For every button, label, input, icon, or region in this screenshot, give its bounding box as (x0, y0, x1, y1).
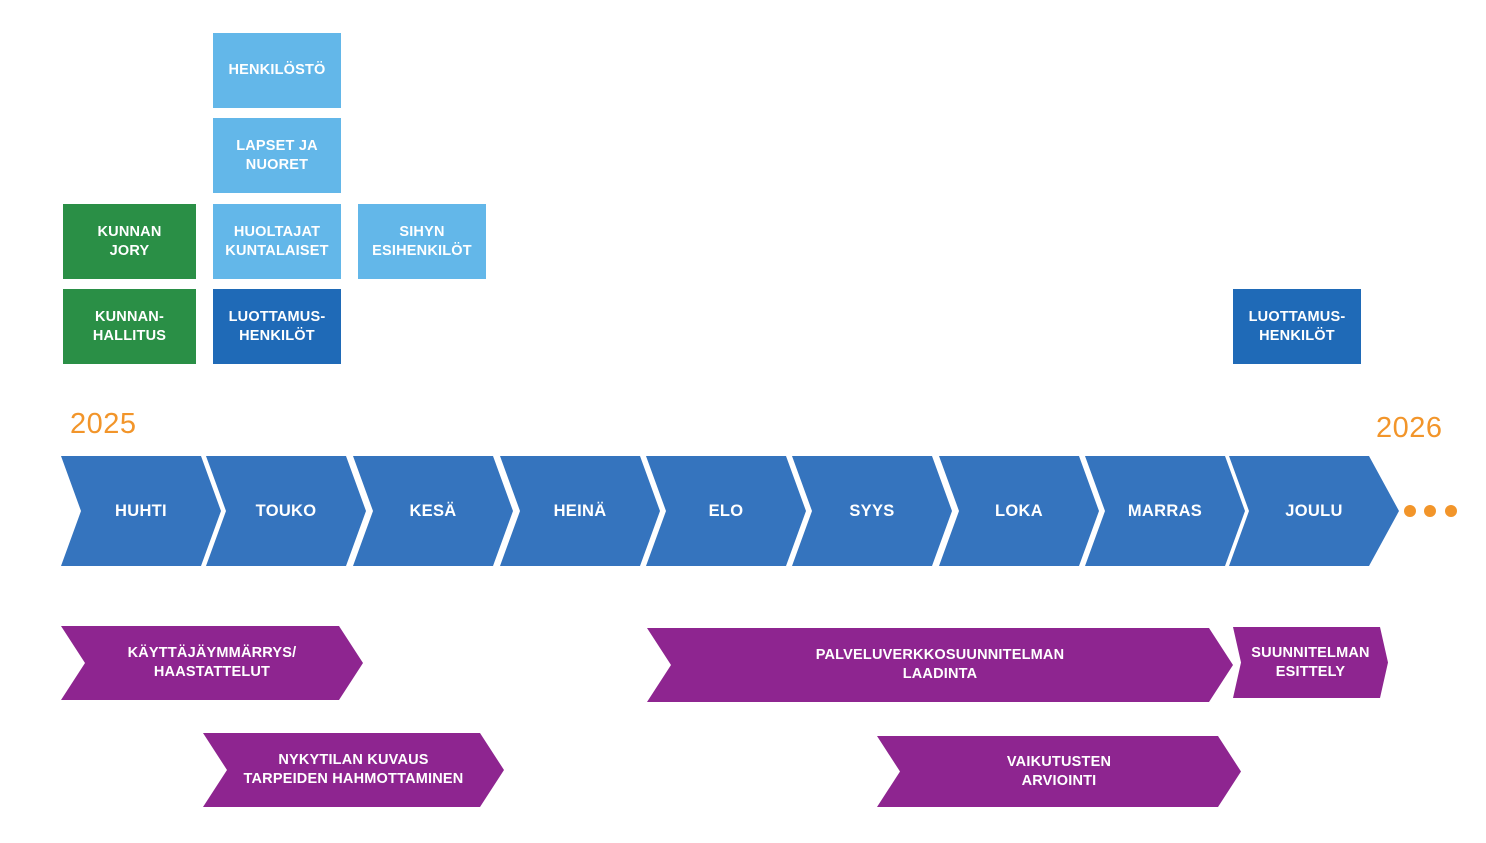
stakeholder-label: LUOTTAMUS- HENKILÖT (228, 308, 326, 344)
month-label: ELO (708, 501, 744, 520)
year-end: 2026 (1376, 412, 1443, 444)
stakeholder-label: HUOLTAJAT KUNTALAISET (225, 223, 329, 259)
month-chevron-syys: SYYS (792, 456, 952, 566)
month-chevron-kesa: KESÄ (353, 456, 513, 566)
stakeholder-label: LUOTTAMUS- HENKILÖT (1248, 308, 1346, 344)
month-label: HEINÄ (553, 501, 607, 520)
phase-kayttajaymmarrys: KÄYTTÄJÄYMMÄRRYS/ HAASTATTELUT (61, 626, 363, 700)
phase-label: VAIKUTUSTEN ARVIOINTI (1006, 753, 1112, 789)
dot (1404, 505, 1416, 517)
dot (1445, 505, 1457, 517)
stakeholder-label: LAPSET JA NUORET (236, 137, 318, 173)
phase-vaikutusten-arviointi: VAIKUTUSTEN ARVIOINTI (877, 736, 1241, 807)
month-chevron-joulu: JOULU (1229, 456, 1399, 566)
stakeholder-huoltajat-kuntalaiset: HUOLTAJAT KUNTALAISET (213, 204, 341, 279)
stakeholder-label: HENKILÖSTÖ (228, 62, 326, 78)
year-start: 2025 (70, 408, 137, 440)
month-label: KESÄ (409, 501, 457, 520)
stakeholder-henkilosto: HENKILÖSTÖ (213, 33, 341, 108)
month-label: HUHTI (115, 501, 167, 520)
stakeholder-kunnanhallitus: KUNNAN- HALLITUS (63, 289, 196, 364)
month-label: SYYS (849, 501, 895, 520)
month-chevron-elo: ELO (646, 456, 806, 566)
stakeholder-lapset-nuoret: LAPSET JA NUORET (213, 118, 341, 193)
phase-label: SUUNNITELMAN ESITTELY (1251, 644, 1370, 680)
month-label: TOUKO (255, 501, 317, 520)
phase-label: KÄYTTÄJÄYMMÄRRYS/ HAASTATTELUT (127, 645, 297, 680)
stakeholder-sihyn-esihenkilot: SIHYN ESIHENKILÖT (358, 204, 486, 279)
month-label: LOKA (995, 501, 1043, 520)
phase-label: PALVELUVERKKOSUUNNITELMAN LAADINTA (815, 647, 1065, 682)
phase-suunnitelman-esittely: SUUNNITELMAN ESITTELY (1233, 627, 1388, 698)
month-chevron-heina: HEINÄ (500, 456, 660, 566)
stakeholder-label: KUNNAN JORY (97, 223, 162, 259)
phase-palveluverkkosuunnitelma: PALVELUVERKKOSUUNNITELMAN LAADINTA (647, 628, 1233, 702)
month-chevron-loka: LOKA (939, 456, 1099, 566)
phase-nykytilan-kuvaus: NYKYTILAN KUVAUS TARPEIDEN HAHMOTTAMINEN (203, 733, 504, 807)
month-label: MARRAS (1127, 501, 1203, 520)
month-chevron-touko: TOUKO (206, 456, 366, 566)
stakeholder-luottamushenkilot: LUOTTAMUS- HENKILÖT (213, 289, 341, 364)
month-chevron-huhti: HUHTI (61, 456, 221, 566)
month-chevron-marras: MARRAS (1085, 456, 1245, 566)
stakeholder-label: KUNNAN- HALLITUS (92, 308, 167, 344)
stakeholder-label: SIHYN ESIHENKILÖT (372, 223, 472, 259)
dot (1424, 505, 1436, 517)
stakeholder-kunnan-jory: KUNNAN JORY (63, 204, 196, 279)
phase-label: NYKYTILAN KUVAUS TARPEIDEN HAHMOTTAMINEN (243, 752, 464, 787)
month-label: JOULU (1285, 501, 1343, 520)
stakeholder-luottamushenkilot-end: LUOTTAMUS- HENKILÖT (1233, 289, 1361, 364)
